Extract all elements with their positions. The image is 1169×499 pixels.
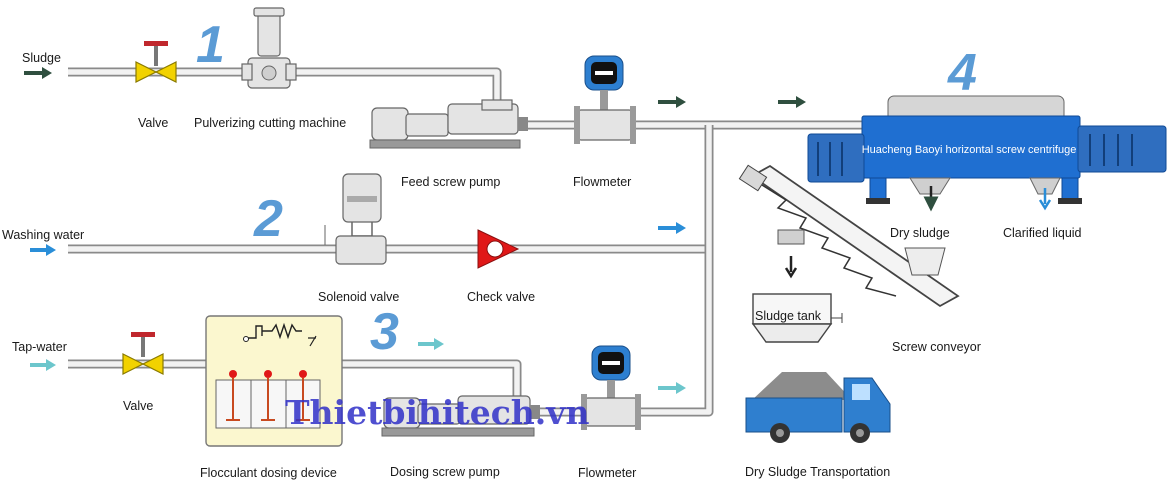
flowmeter-label: Flowmeter — [578, 466, 636, 480]
solenoid-valve: Solenoid valve — [318, 173, 399, 304]
flow-arrow-icon — [658, 382, 686, 394]
tap-water-label: Tap-water — [12, 340, 67, 354]
tap-arrow-icon — [30, 359, 56, 371]
flowmeter-1: Flowmeter — [573, 55, 636, 189]
valve-label: Valve — [123, 399, 153, 413]
flow-arrow-icon — [658, 222, 686, 234]
sludge-inlet: Sludge — [22, 51, 61, 79]
water-arrow-icon — [30, 244, 56, 256]
transport-truck: Dry Sludge Transportation — [745, 372, 891, 479]
pulverizing-label: Pulverizing cutting machine — [194, 116, 346, 130]
dry-sludge-label: Dry sludge — [890, 226, 950, 240]
check-valve: Check valve — [467, 229, 535, 304]
sludge-label: Sludge — [22, 51, 61, 65]
feed-pump-label: Feed screw pump — [401, 175, 500, 189]
horizontal-screw-centrifuge: Huacheng Baoyi horizontal screw centrifu… — [807, 95, 1167, 240]
step-number: 3 — [370, 303, 399, 361]
flowmeter-label: Flowmeter — [573, 175, 631, 189]
down-arrow-icon — [1038, 188, 1052, 211]
washing-water-label: Washing water — [2, 228, 84, 242]
dosing-screw-pump: Dosing screw pump — [381, 395, 540, 479]
feed-screw-pump: Feed screw pump — [369, 99, 528, 189]
sludge-tank: Sludge tank — [751, 293, 843, 343]
step-number: 1 — [196, 16, 225, 74]
transport-label: Dry Sludge Transportation — [745, 465, 890, 479]
pulverizing-cutting-machine: Pulverizing cutting machine — [194, 7, 346, 130]
flocculant-label: Flocculant dosing device — [200, 466, 337, 480]
screw-conveyor: Screw conveyor — [738, 164, 981, 354]
step-number: 4 — [947, 44, 977, 102]
dosing-pump-label: Dosing screw pump — [390, 465, 500, 479]
flow-arrow-icon — [658, 96, 686, 108]
tap-water-inlet: Tap-water — [12, 340, 67, 371]
valve-1: Valve — [135, 41, 177, 130]
flow-arrow-icon — [778, 96, 806, 108]
flowmeter-2: Flowmeter — [578, 345, 641, 480]
down-arrow-icon — [784, 256, 798, 279]
solenoid-valve-label: Solenoid valve — [318, 290, 399, 304]
screw-conveyor-label: Screw conveyor — [892, 340, 981, 354]
valve-label: Valve — [138, 116, 168, 130]
valve-2: Valve — [122, 332, 164, 413]
watermark: Thietbihitech.vn — [285, 393, 589, 432]
flow-arrow-icon — [418, 338, 444, 350]
centrifuge-label: Huacheng Baoyi horizontal screw centrifu… — [862, 144, 1077, 156]
flow-arrows — [418, 96, 806, 394]
washing-water-inlet: Washing water — [2, 228, 84, 256]
step-number: 2 — [253, 190, 283, 248]
flocculant-dosing-device: Flocculant dosing device — [200, 315, 343, 480]
sludge-tank-label: Sludge tank — [755, 309, 822, 323]
check-valve-label: Check valve — [467, 290, 535, 304]
sludge-arrow-icon — [24, 67, 52, 79]
clarified-liquid-label: Clarified liquid — [1003, 226, 1082, 240]
